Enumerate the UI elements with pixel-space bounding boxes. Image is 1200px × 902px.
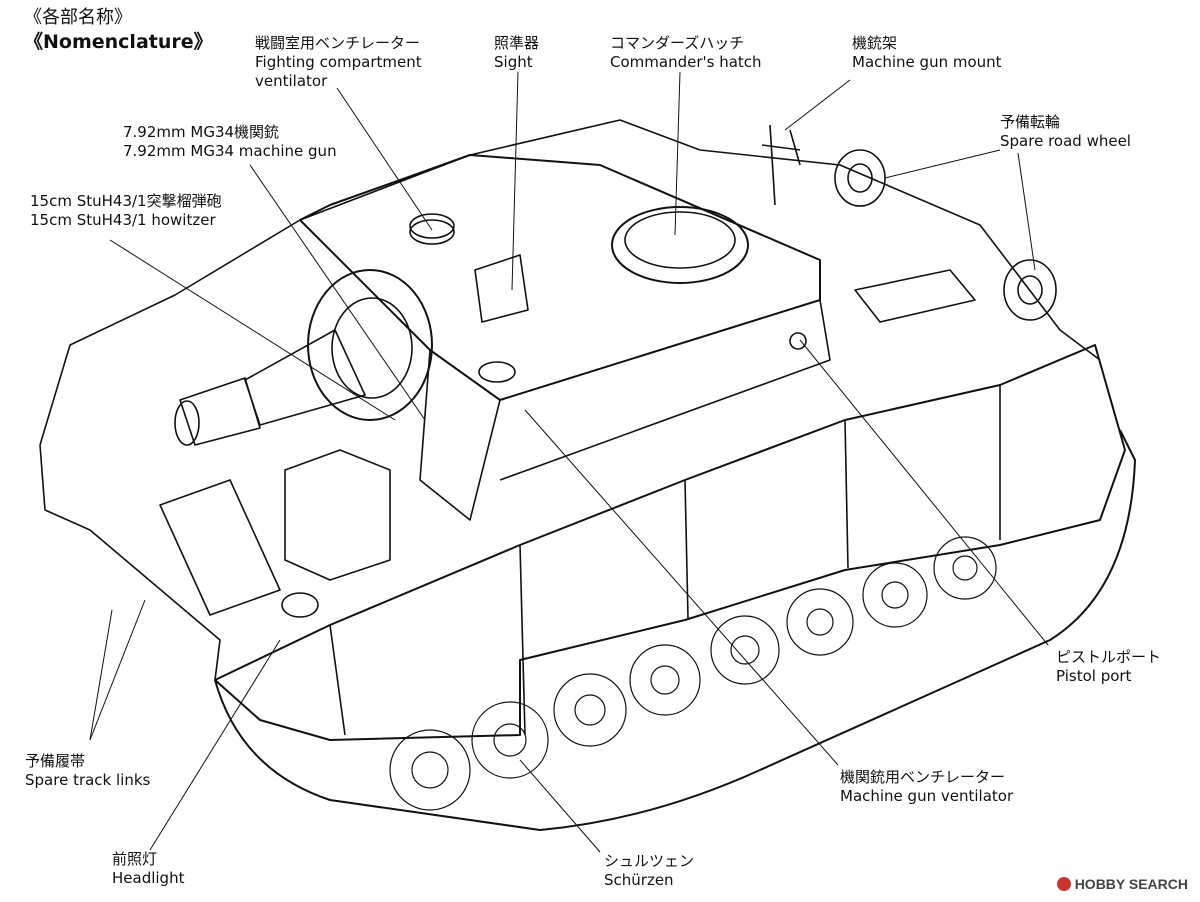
label-commanders-hatch: コマンダーズハッチ Commander's hatch bbox=[610, 34, 762, 72]
watermark-text: HOBBY SEARCH bbox=[1074, 876, 1188, 892]
label-jp: 照準器 bbox=[494, 34, 540, 52]
leader-lines bbox=[89, 71, 1049, 853]
label-jp: シュルツェン bbox=[604, 852, 695, 870]
label-jp: 予備転輪 bbox=[1000, 113, 1061, 131]
label-jp: 機銃架 bbox=[852, 34, 898, 52]
label-mg-mount: 機銃架 Machine gun mount bbox=[852, 34, 1002, 72]
label-jp: 機関銃用ベンチレーター bbox=[840, 768, 1006, 786]
label-jp: コマンダーズハッチ bbox=[610, 34, 745, 52]
label-mg-ventilator: 機関銃用ベンチレーター Machine gun ventilator bbox=[840, 768, 1013, 806]
label-en: Machine gun mount bbox=[852, 52, 1002, 71]
label-en: Schürzen bbox=[604, 870, 674, 889]
label-schurzen: シュルツェン Schürzen bbox=[604, 852, 694, 890]
nomenclature-header: 《各部名称》 《Nomenclature》 bbox=[24, 6, 213, 56]
label-en: Sight bbox=[494, 52, 533, 71]
header-en: 《Nomenclature》 bbox=[24, 31, 213, 54]
label-mg34: 7.92mm MG34機関銃 7.92mm MG34 machine gun bbox=[123, 123, 337, 161]
hobby-search-logo-icon bbox=[1056, 877, 1071, 891]
label-en: Headlight bbox=[112, 868, 185, 887]
label-jp: 予備履帯 bbox=[25, 752, 86, 770]
label-en: Fighting compartment bbox=[255, 52, 422, 71]
label-jp: 前照灯 bbox=[112, 850, 158, 868]
label-jp: 7.92mm MG34機関銃 bbox=[123, 123, 280, 141]
label-en: Machine gun ventilator bbox=[840, 786, 1014, 805]
label-jp: 戦闘室用ベンチレーター bbox=[255, 34, 421, 52]
label-en: 15cm StuH43/1 howitzer bbox=[30, 210, 216, 229]
watermark: HOBBY SEARCH bbox=[1056, 876, 1188, 892]
label-howitzer: 15cm StuH43/1突撃榴弾砲 15cm StuH43/1 howitze… bbox=[30, 192, 222, 230]
label-spare-road-wheel: 予備転輪 Spare road wheel bbox=[1000, 113, 1131, 151]
label-jp: ピストルポート bbox=[1056, 648, 1162, 666]
label-headlight: 前照灯 Headlight bbox=[112, 850, 184, 888]
label-en: Spare road wheel bbox=[1000, 131, 1131, 150]
label-spare-track: 予備履帯 Spare track links bbox=[25, 752, 150, 790]
label-pistol-port: ピストルポート Pistol port bbox=[1056, 648, 1161, 686]
label-en: 7.92mm MG34 machine gun bbox=[123, 141, 337, 160]
label-fighting-ventilator: 戦闘室用ベンチレーター Fighting compartment ventila… bbox=[255, 34, 422, 90]
header-jp: 《各部名称》 bbox=[24, 7, 132, 28]
label-jp: 15cm StuH43/1突撃榴弾砲 bbox=[30, 192, 222, 210]
label-en: Pistol port bbox=[1056, 666, 1132, 685]
label-en: Commander's hatch bbox=[610, 52, 762, 71]
label-en: ventilator bbox=[255, 71, 328, 90]
label-sight: 照準器 Sight bbox=[494, 34, 539, 72]
label-en: Spare track links bbox=[25, 770, 151, 789]
